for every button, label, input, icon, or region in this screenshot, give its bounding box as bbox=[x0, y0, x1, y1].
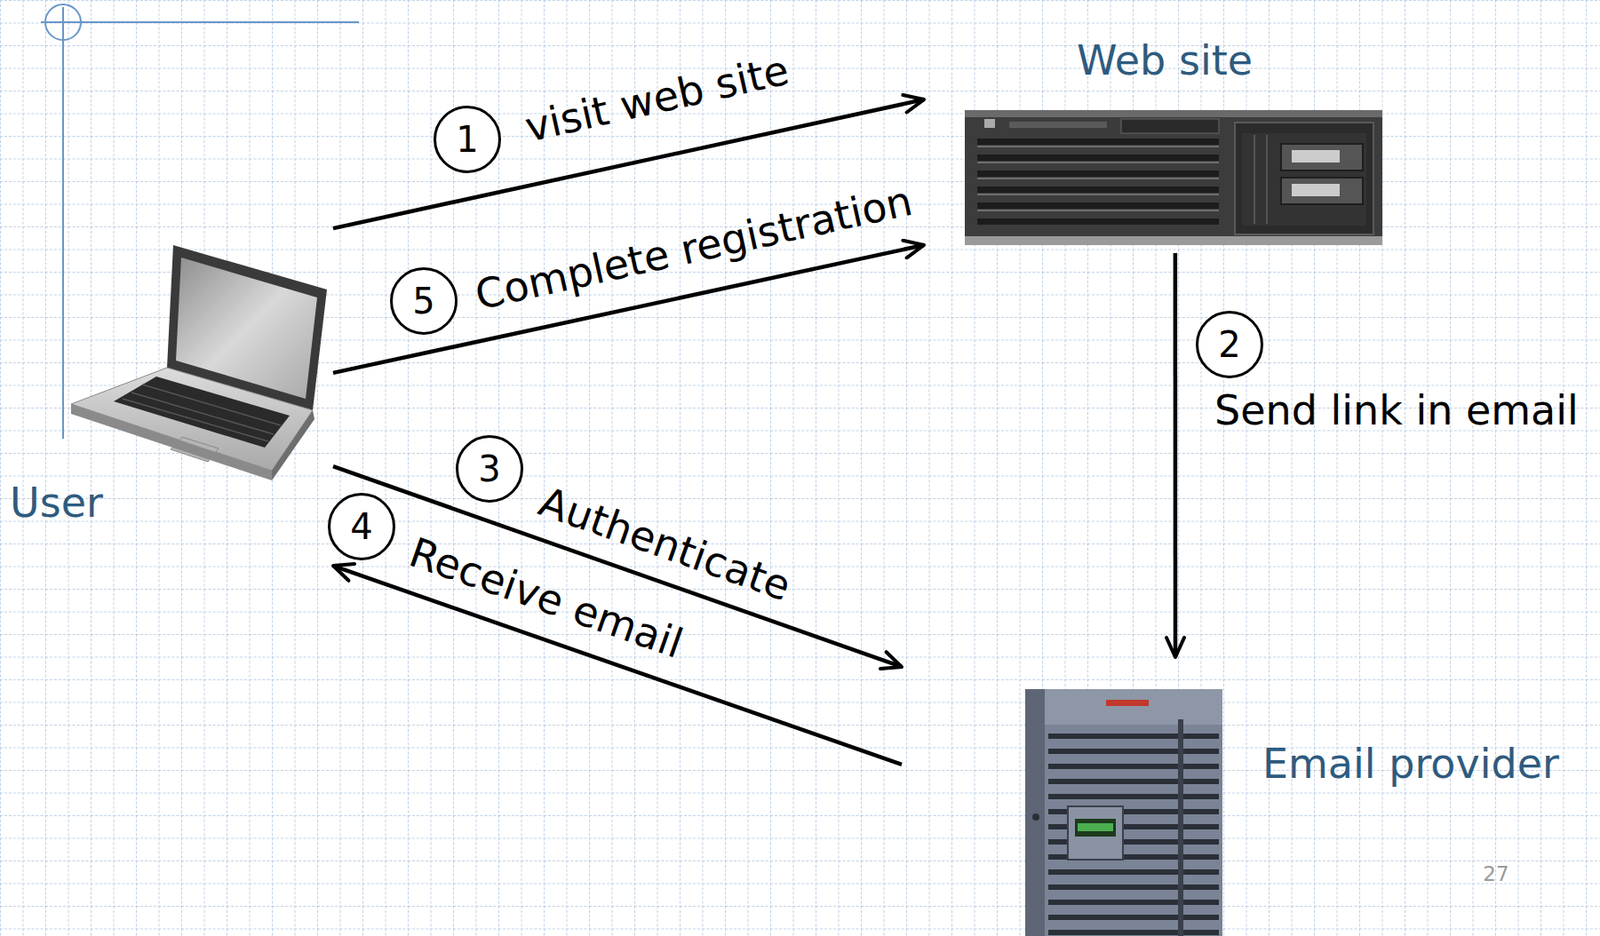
email-server-illustration-part bbox=[1067, 806, 1123, 860]
email-provider-node: Email provider bbox=[901, 657, 1586, 936]
web-server-illustration-part bbox=[977, 209, 1219, 212]
email-server-illustration-part bbox=[1048, 794, 1219, 800]
web-server-illustration-part bbox=[1265, 135, 1268, 224]
web-server-illustration-part bbox=[1009, 121, 1107, 128]
web-server-illustration-part bbox=[984, 119, 996, 128]
email-server-illustration-part bbox=[1048, 884, 1219, 891]
slide-decoration-part bbox=[62, 7, 64, 439]
web-server-illustration-part bbox=[977, 145, 1219, 148]
web-server-illustration-part bbox=[1241, 133, 1367, 226]
slide-decoration-part bbox=[45, 4, 81, 40]
web-server-illustration-part bbox=[977, 138, 1219, 145]
arrow-connector bbox=[333, 466, 902, 668]
web-server-illustration-part bbox=[1291, 183, 1340, 197]
laptop-illustration-part bbox=[71, 404, 272, 481]
email-server-illustration-part bbox=[1178, 719, 1184, 936]
edge-label: Send link in email bbox=[1214, 387, 1579, 435]
email-server-illustration bbox=[1025, 689, 1223, 936]
laptop-illustration bbox=[71, 245, 327, 481]
web-server-illustration-part bbox=[1281, 143, 1363, 171]
email-server-illustration-part bbox=[1048, 733, 1219, 740]
email-server-illustration-part bbox=[1077, 823, 1114, 832]
edge-label: Complete registration bbox=[470, 176, 916, 319]
web-server-illustration-part bbox=[977, 154, 1219, 161]
laptop-illustration-part bbox=[113, 376, 290, 448]
web-server-illustration-part bbox=[964, 110, 1383, 118]
callout-number: 5 bbox=[390, 267, 458, 335]
web-server-node: Web site bbox=[923, 35, 1386, 254]
web-server-illustration-part bbox=[977, 186, 1219, 193]
email-server-illustration-part bbox=[1048, 869, 1219, 876]
email-server-illustration-part bbox=[1044, 689, 1223, 725]
email-server-illustration-part bbox=[1025, 689, 1223, 936]
email-server-illustration-part bbox=[1074, 819, 1116, 837]
email-server-illustration-part bbox=[1048, 748, 1219, 755]
callout-number: 3 bbox=[455, 435, 524, 503]
web-server-illustration-part bbox=[964, 110, 1383, 244]
node-label: Email provider bbox=[1262, 740, 1560, 789]
user-laptop-node: User bbox=[7, 220, 334, 574]
web-server-illustration-part bbox=[1121, 119, 1219, 134]
email-server-illustration-part bbox=[1048, 764, 1219, 770]
web-server-illustration-part bbox=[977, 193, 1219, 196]
laptop-illustration-part bbox=[271, 410, 315, 481]
web-server-illustration bbox=[964, 110, 1383, 246]
email-server-illustration-part bbox=[1048, 779, 1219, 785]
web-server-illustration-part bbox=[977, 202, 1219, 209]
email-server-illustration-part bbox=[1025, 689, 1045, 936]
web-server-illustration-part bbox=[1253, 135, 1256, 224]
arrow-connector bbox=[1173, 253, 1179, 658]
email-server-illustration-part bbox=[1048, 915, 1219, 921]
slide-decoration-part bbox=[40, 21, 359, 24]
arrow-connector bbox=[333, 565, 902, 765]
web-server-illustration-part bbox=[1234, 122, 1374, 235]
node-label: User bbox=[9, 479, 104, 527]
web-server-illustration-part bbox=[977, 161, 1219, 164]
web-server-illustration-part bbox=[977, 177, 1219, 180]
web-server-illustration-part bbox=[1291, 150, 1340, 163]
email-server-illustration-part bbox=[1106, 700, 1149, 707]
web-server-illustration-part bbox=[1281, 177, 1363, 205]
edge-label: visit web site bbox=[520, 46, 793, 152]
email-server-illustration-part bbox=[1032, 813, 1040, 821]
web-server-illustration-part bbox=[977, 218, 1219, 225]
page-number: 27 bbox=[1482, 862, 1509, 886]
callout-number: 4 bbox=[327, 493, 396, 561]
callout-number: 2 bbox=[1195, 310, 1264, 379]
web-server-illustration-part bbox=[964, 236, 1383, 246]
web-server-illustration-part bbox=[977, 170, 1219, 177]
node-label: Web site bbox=[1076, 37, 1253, 85]
callout-number: 1 bbox=[433, 105, 502, 174]
email-server-illustration-part bbox=[1048, 899, 1219, 906]
email-server-illustration-part bbox=[1048, 930, 1219, 936]
